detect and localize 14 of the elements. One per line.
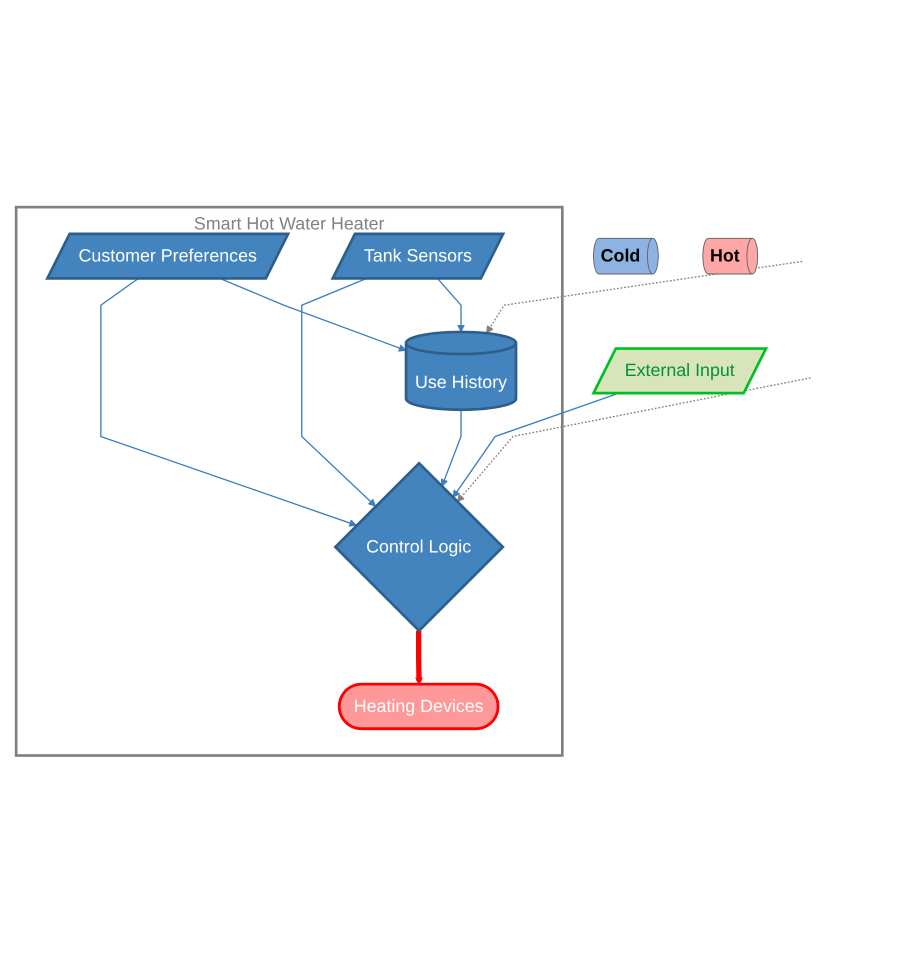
- input-parallelogram: External Input: [591, 346, 768, 394]
- dashed-arrow: [486, 260, 802, 334]
- arrow: [415, 630, 423, 685]
- database-cylinder: Use History: [404, 330, 518, 411]
- dashed-arrow: [456, 376, 811, 502]
- arrow: [100, 278, 357, 526]
- arrow: [437, 278, 465, 332]
- arrow: [452, 392, 618, 498]
- decision-diamond: Control Logic: [333, 461, 505, 632]
- input-parallelogram: Customer Preferences: [45, 232, 290, 280]
- arrow: [440, 409, 462, 486]
- arrow: [220, 278, 406, 352]
- terminal-shape: Heating Devices: [338, 682, 500, 730]
- arrow: [301, 278, 376, 506]
